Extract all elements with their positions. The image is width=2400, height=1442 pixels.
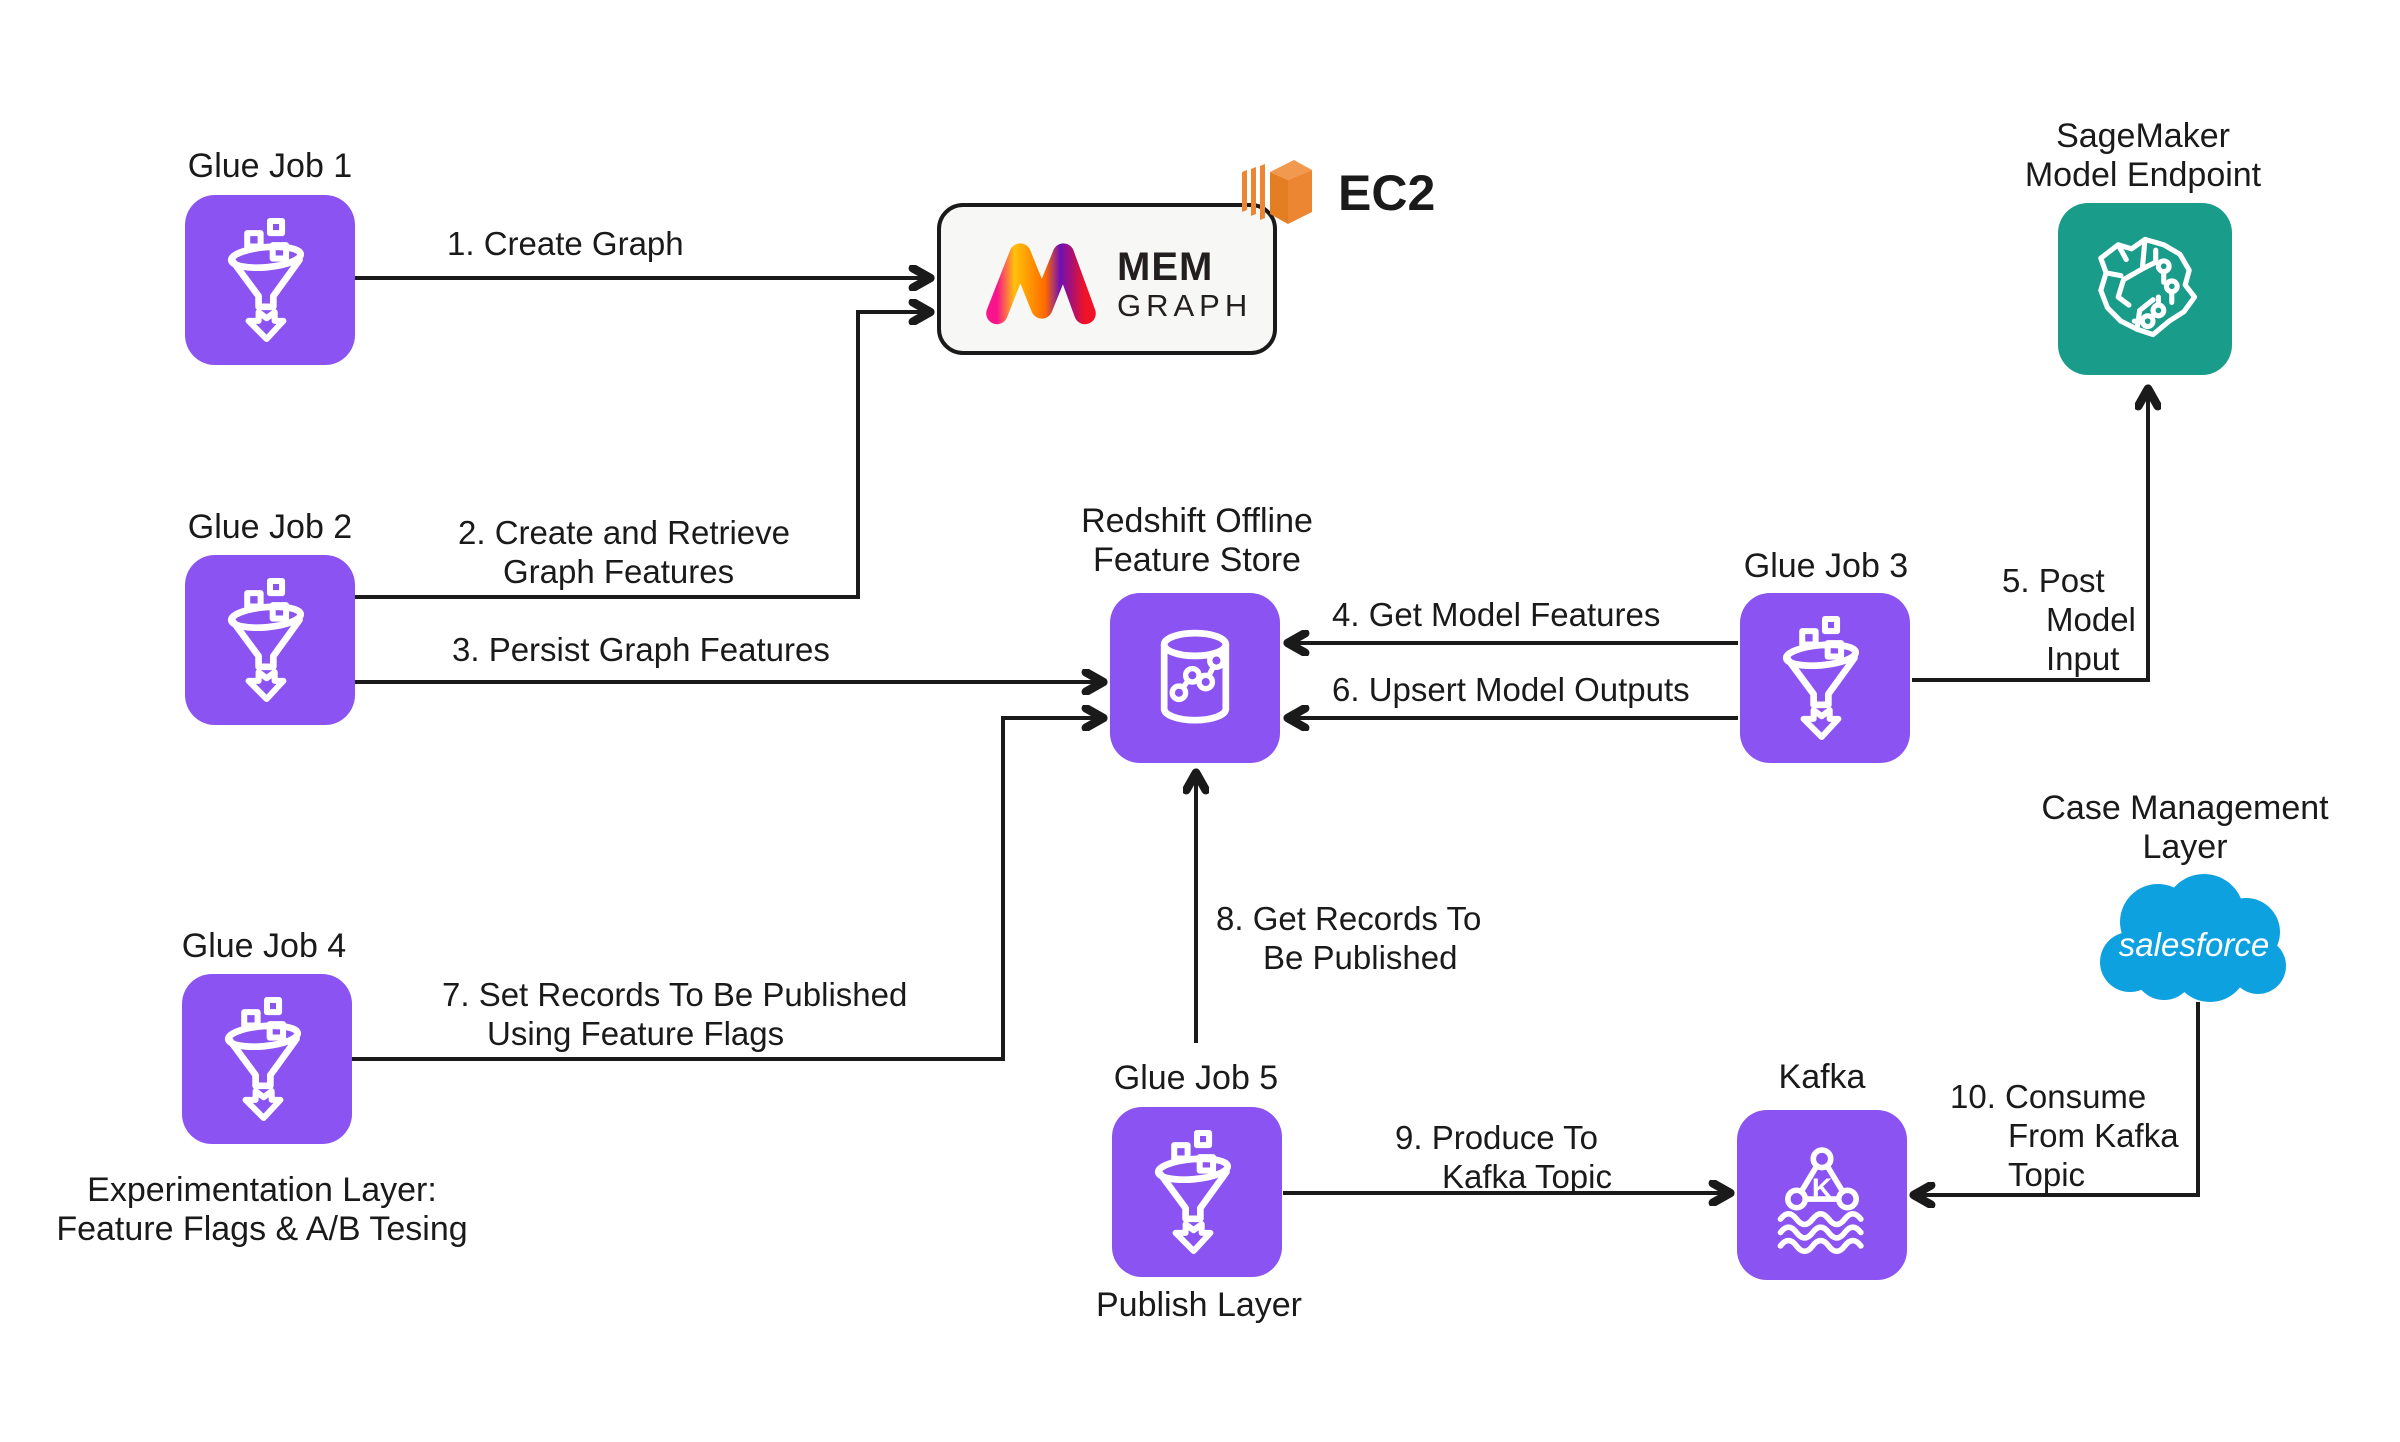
sagemaker-brain-icon [2078,222,2212,356]
edge-4-label: 4. Get Model Features [1332,596,1661,633]
edge-3-label: 3. Persist Graph Features [452,631,830,668]
edge-10-label: 10. Consume From Kafka Topic [1950,1078,2179,1193]
ec2-icon [1240,148,1316,234]
glue-job-4-label: Glue Job 4 [181,927,347,965]
ec2-label: EC2 [1338,165,1436,221]
memgraph-logo-icon [981,229,1101,329]
glue-job-2-label: Glue Job 2 [187,508,353,546]
kafka-label: Kafka [1778,1058,1866,1096]
glue-job-5-label: Glue Job 5 [1113,1059,1279,1097]
edge-2-line [355,312,927,599]
glue-funnel-icon [203,213,337,347]
memgraph-node: MEM GRAPH [937,203,1277,355]
edge-5-line [1912,392,2148,682]
glue-job-3-label: Glue Job 3 [1743,547,1909,585]
kafka-node [1737,1110,1907,1280]
edge-1-label: 1. Create Graph [447,225,684,262]
kafka-icon [1755,1128,1889,1262]
glue-job-4-node [182,974,352,1144]
sagemaker-label: SageMaker Model Endpoint [2024,117,2262,194]
edge-10-line [1917,1002,2200,1195]
memgraph-wordmark-top: MEM [1117,245,1214,289]
experimentation-layer-label: Experimentation Layer: Feature Flags & A… [56,1171,468,1248]
redshift-database-icon [1128,611,1262,745]
glue-job-3-node [1740,593,1910,763]
publish-layer-label: Publish Layer [1095,1286,1303,1324]
memgraph-wordmark-bottom: GRAPH [1117,288,1253,323]
edge-7-line [351,718,1100,1061]
salesforce-wordmark: salesforce [2119,926,2269,963]
edge-9-label: 9. Produce To Kafka Topic [1395,1119,1612,1195]
redshift-label: Redshift Offline Feature Store [1081,502,1313,579]
case-management-layer-label: Case Management Layer [2041,789,2329,866]
salesforce-cloud-icon: salesforce [2092,866,2292,1008]
sagemaker-node [2058,203,2232,375]
glue-funnel-icon [200,992,334,1126]
glue-job-1-label: Glue Job 1 [187,147,353,185]
glue-funnel-icon [1758,611,1892,745]
edge-7-label: 7. Set Records To Be Published Using Fea… [442,976,908,1052]
edge-6-label: 6. Upsert Model Outputs [1332,671,1690,708]
edge-8-label: 8. Get Records To Be Published [1216,900,1482,976]
glue-job-2-node [185,555,355,725]
edge-5-label: 5. Post Model Input [2002,562,2136,677]
glue-funnel-icon [203,573,337,707]
glue-job-1-node [185,195,355,365]
edge-2-label: 2. Create and Retrieve Graph Features [458,514,791,590]
glue-funnel-icon [1130,1125,1264,1259]
glue-job-5-node [1112,1107,1282,1277]
redshift-node [1110,593,1280,763]
